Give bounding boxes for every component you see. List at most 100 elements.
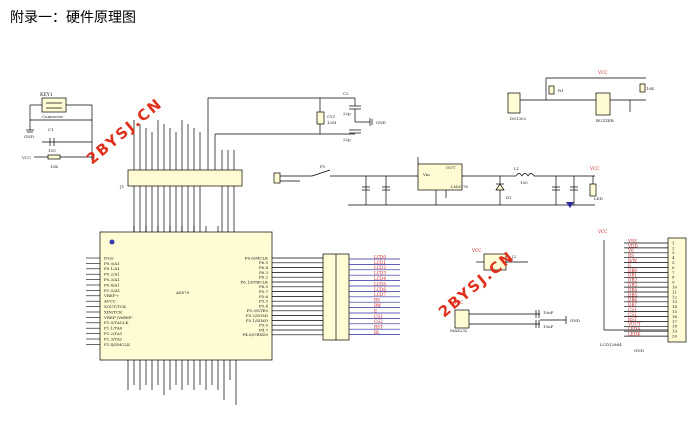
bus-label: LCD4 (374, 276, 386, 281)
lcd-pin-number: 19 (672, 329, 678, 334)
mcu-left-pin-label: P0.4/A1 (104, 282, 120, 287)
bus-label: BL (374, 330, 380, 335)
mcu-pin1-marker (109, 239, 115, 245)
mcu-bottom-pins (127, 360, 237, 405)
regulator-chip[interactable] (417, 163, 463, 191)
lcd-pin-label: DB1 (628, 273, 637, 278)
bus-label: LCD1 (374, 260, 386, 265)
power-supply: P1 Vin OUT LM2576 D1 L1 100 (273, 157, 603, 208)
mcu-left-pin-label: XOUT/TCK (104, 304, 127, 309)
r1-val: 10K (50, 164, 59, 169)
lcd-pin-number: 1 (672, 240, 675, 245)
inductor-l1 (515, 173, 535, 177)
lcd-pin-label: RST (628, 317, 637, 322)
mcu-left-pin-label: P1.1/TA0 (104, 326, 123, 331)
lcd-pin-number: 13 (672, 299, 678, 304)
mcu-right-pin-label: P5.5 (259, 299, 269, 304)
lcd-pin-number: 12 (672, 294, 678, 299)
bus-label: LCD6 (374, 287, 386, 292)
bus-label: LCD3 (374, 271, 386, 276)
reset-circuit: KEY1 Connector GND C1 10U VCC 10K (21, 92, 93, 169)
mcu-right-pin-label: P6.1/STBCLK (240, 279, 269, 284)
connector-3pin[interactable] (507, 92, 521, 114)
mcu-right-pin-label: P5.1/SIMO (246, 318, 269, 323)
lcd-pin-label: V0 (627, 248, 634, 253)
lcd-pin-label: DB5 (628, 292, 637, 297)
mcu-left-pin-label: VREF-/VeREF- (103, 315, 134, 320)
led-label: LED (594, 196, 603, 201)
lcd-header[interactable] (667, 237, 687, 343)
mcu-right-pin-label: P6.0 (259, 284, 269, 289)
center-header: LCD0LCD1LCD2LCD3LCD4LCD5LCD6LCD7RSRWECS1… (322, 253, 400, 341)
lcd-pin-number: 18 (672, 324, 678, 329)
mcu-right-pin-label: P6.4 (259, 265, 269, 270)
power-jack[interactable] (273, 172, 281, 184)
lcd-pin-number: 4 (672, 255, 675, 260)
key-label: KEY1 (40, 92, 53, 98)
buzzer[interactable] (595, 92, 611, 116)
mcu-left-pin-label: XIN/TCK (104, 309, 123, 314)
lcd-pin-number: 7 (672, 270, 675, 275)
key-switch[interactable] (41, 97, 67, 113)
lcd-pin-number: 15 (672, 309, 678, 314)
crystal-circuit: C2 22p CY1 12M GND 22p (207, 91, 386, 172)
mcu-right-pin-label: P5.7 (259, 289, 269, 294)
lcd-pin-label: DB2 (628, 278, 637, 283)
led-indicator (566, 202, 574, 208)
lcd-pin-label: DB4 (628, 287, 637, 292)
inductor-val: 100 (520, 180, 528, 185)
r-label-tr: R1 (558, 88, 564, 93)
mcu-right-pin-label: P5.6 (259, 294, 269, 299)
mcu-left-pin-label: P0.0/A1 (104, 261, 120, 266)
mcu-right-pin-label: P5.2/SOMI (246, 313, 269, 318)
lcd-pin-label: DB7 (628, 302, 637, 307)
gnd-label-2: GND (376, 120, 386, 125)
bus-label: RW (374, 303, 382, 308)
header-label: J1 (119, 184, 124, 189)
mcu-right-pin-label: P5.0 (259, 323, 269, 328)
lcd-pin-label: R/W (628, 258, 638, 263)
lcd-pin-label: LEDK (628, 332, 641, 337)
vcc-label-power: VCC (589, 166, 599, 171)
max-chip[interactable] (454, 309, 470, 329)
c3-label: 22p (343, 137, 351, 142)
vcc-label-1: VCC (21, 155, 31, 160)
top-right-circuit: DS1302 R1 BUZZER VCC 10K (507, 70, 655, 123)
ds-label: DS1302 (510, 116, 527, 121)
gnd-label-1: GND (24, 134, 34, 139)
r-label-tr2: 10K (646, 86, 655, 91)
center-bus-wires: LCD0LCD1LCD2LCD3LCD4LCD5LCD6LCD7RSRWECS1… (349, 254, 400, 335)
mcu-left-pins: DvssP0.0/A1P0.1/A1P0.2/A1P0.3/A1P0.4/A1P… (86, 255, 134, 347)
bus-label: RST (374, 325, 383, 330)
mcu-left-pin-label: P1.2/TA1 (104, 331, 122, 336)
watermark-2: 2BYSJ.CN (435, 247, 518, 321)
led-resistor (589, 183, 597, 197)
bus-label: E (374, 308, 377, 313)
vcc-label-lcd: VCC (597, 229, 607, 234)
lcd-pin-label: CS2 (628, 312, 637, 317)
mcu-body[interactable] (99, 231, 273, 361)
bus-label: CS1 (374, 314, 383, 319)
mcu-top-pins (133, 226, 219, 232)
c2-label: C2 (343, 91, 349, 96)
vcc-label-tr: VCC (597, 70, 607, 75)
lcd-pin-label: VDD (627, 243, 638, 248)
lcd-pin-label: DB6 (628, 297, 637, 302)
cap-1uf-2: 10uF (543, 324, 554, 329)
mcu-right-pin-label: P5.4 (259, 303, 269, 308)
lcd-pin-label: DB0 (628, 268, 637, 273)
serial-circuit: VCC J2 MAX232 VCC 10uF 10uF GND (450, 248, 580, 333)
mcu-left-pin-label: Dvss (104, 255, 114, 260)
mcu-left-pin-label: P1.4/SMCLK (104, 342, 131, 347)
regulator-label: LM2576 (451, 184, 468, 189)
mcu-left-pin-label: P1.0/TACLK (104, 320, 129, 325)
r1-resistor (47, 154, 61, 160)
ds-pin-label: J2 (511, 254, 517, 259)
lcd-pin-number: 5 (672, 260, 675, 265)
max-label: MAX232 (450, 328, 468, 333)
lcd-pin-number: 16 (672, 314, 678, 319)
lcd-pin-label: E (628, 263, 631, 268)
